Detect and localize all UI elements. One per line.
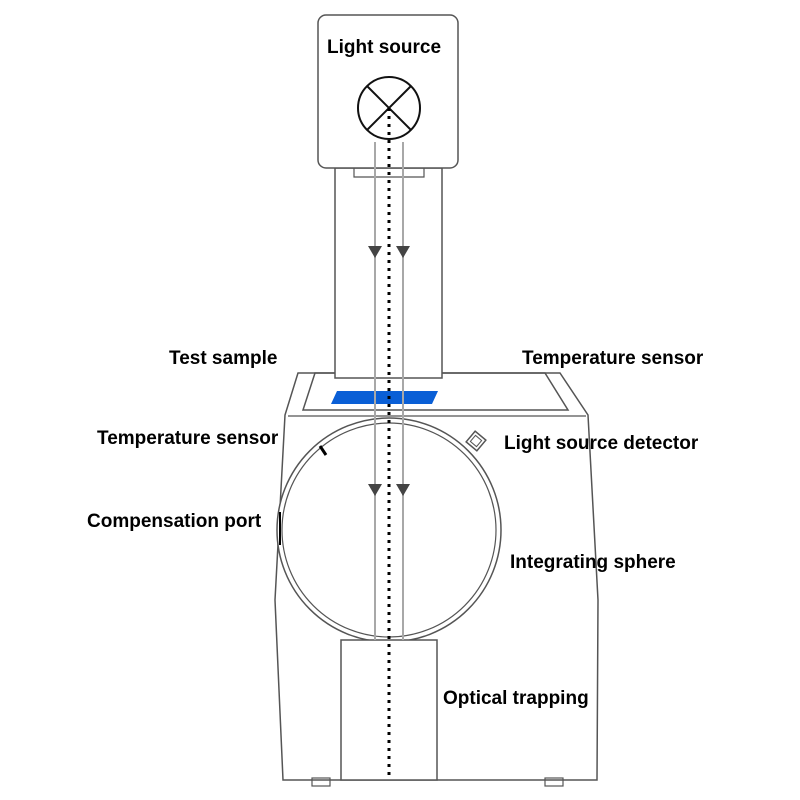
arrow-lower-right (396, 484, 410, 496)
light-column (334, 167, 443, 379)
temperature-sensor-left-label: Temperature sensor (97, 428, 279, 449)
optical-trapping-label: Optical trapping (443, 688, 589, 709)
foot-right (544, 777, 564, 787)
lamp-bracket (353, 168, 425, 178)
test-sample-label: Test sample (169, 348, 278, 369)
instrument-housing (274, 372, 599, 781)
arrow-upper-right (396, 246, 410, 258)
sample-stage (301, 372, 570, 411)
integrating-sphere (276, 417, 502, 643)
integrating-sphere-label: Integrating sphere (510, 552, 676, 573)
temperature-sensor-mark (318, 445, 328, 456)
arrow-lower-left (368, 484, 382, 496)
light-source-detector-label: Light source detector (504, 433, 699, 454)
light-source-detector-icon (465, 430, 487, 452)
test-sample (331, 391, 438, 404)
compensation-port-label: Compensation port (87, 511, 262, 532)
arrow-upper-left (368, 246, 382, 258)
temperature-sensor-right-label: Temperature sensor (522, 348, 704, 369)
light-source-label: Light source (327, 37, 442, 58)
foot-left (311, 777, 331, 787)
